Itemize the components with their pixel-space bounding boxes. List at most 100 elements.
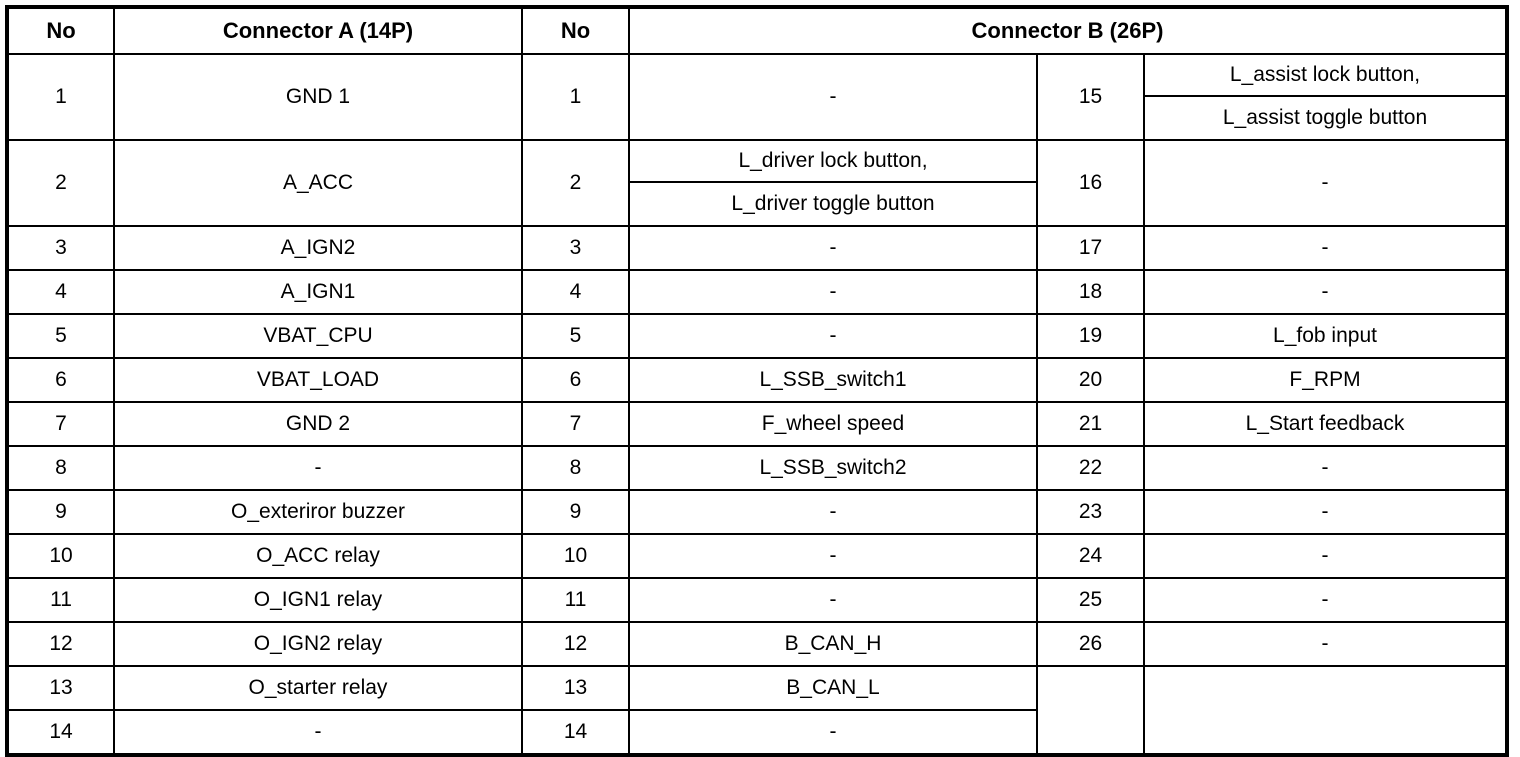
header-connector-a: Connector A (14P) (113, 6, 523, 55)
cell-name-b1: - (628, 577, 1038, 623)
cell-no-b1: 8 (521, 445, 630, 491)
connector-pinout-table: No Connector A (14P) No Connector B (26P… (5, 5, 1510, 757)
cell-no-a: 8 (6, 445, 115, 491)
cell-no-a: 11 (6, 577, 115, 623)
cell-name-b1: - (628, 533, 1038, 579)
cell-name-a: O_exteriror buzzer (113, 489, 523, 535)
split-cell-content: L_driver lock button, L_driver toggle bu… (630, 141, 1036, 225)
cell-no-b1: 1 (521, 53, 630, 141)
table-row: 4 A_IGN1 4 - 18 - (6, 269, 1509, 315)
header-connector-b: Connector B (26P) (627, 6, 1509, 55)
cell-name-a: - (113, 709, 523, 756)
cell-no-a: 5 (6, 313, 115, 359)
cell-name-a: - (113, 445, 523, 491)
cell-no-b2: 25 (1036, 577, 1145, 623)
cell-name-a: O_IGN1 relay (113, 577, 523, 623)
cell-name-a: VBAT_LOAD (113, 357, 523, 403)
cell-no-b1: 13 (521, 665, 630, 711)
cell-name-b2: - (1142, 621, 1509, 667)
cell-no-a: 9 (6, 489, 115, 535)
table-row: 12 O_IGN2 relay 12 B_CAN_H 26 - (6, 621, 1509, 667)
cell-name-a: O_starter relay (113, 665, 523, 711)
cell-name-b1: L_driver lock button, L_driver toggle bu… (628, 139, 1038, 227)
cell-no-a: 14 (6, 709, 115, 756)
cell-no-b1: 7 (521, 401, 630, 447)
cell-no-b2: 15 (1036, 53, 1145, 141)
cell-no-b2: 20 (1036, 357, 1145, 403)
table-sheet: No Connector A (14P) No Connector B (26P… (5, 5, 1510, 757)
cell-no-b2: 19 (1036, 313, 1145, 359)
table-row: 2 A_ACC 2 L_driver lock button, L_driver… (6, 139, 1509, 227)
cell-name-b1: - (628, 709, 1038, 756)
cell-no-b2: 26 (1036, 621, 1145, 667)
cell-no-b2: 16 (1036, 139, 1145, 227)
cell-no-b2: 18 (1036, 269, 1145, 315)
cell-name-a: O_ACC relay (113, 533, 523, 579)
cell-name-b2: - (1142, 139, 1509, 227)
header-no-connector-a: No (6, 6, 115, 55)
cell-no-b2: 23 (1036, 489, 1145, 535)
split-line-top: L_driver lock button, (630, 141, 1036, 183)
cell-name-b1: - (628, 269, 1038, 315)
cell-name-b1: - (628, 313, 1038, 359)
split-cell-content: L_assist lock button, L_assist toggle bu… (1145, 55, 1506, 139)
cell-name-b2: - (1142, 533, 1509, 579)
cell-no-b1: 12 (521, 621, 630, 667)
cell-no-b2: 24 (1036, 533, 1145, 579)
cell-no-b1: 11 (521, 577, 630, 623)
cell-name-b1: F_wheel speed (628, 401, 1038, 447)
cell-name-a: A_IGN2 (113, 225, 523, 271)
cell-name-b2-empty (1142, 665, 1509, 756)
cell-name-b1: L_SSB_switch2 (628, 445, 1038, 491)
table-row: 3 A_IGN2 3 - 17 - (6, 225, 1509, 271)
cell-name-b2: - (1142, 489, 1509, 535)
cell-name-b1: B_CAN_L (628, 665, 1038, 711)
cell-no-b1: 3 (521, 225, 630, 271)
cell-name-b1: B_CAN_H (628, 621, 1038, 667)
table-row: 13 O_starter relay 13 B_CAN_L (6, 665, 1509, 756)
cell-no-b2-empty (1036, 665, 1145, 756)
cell-name-a: A_IGN1 (113, 269, 523, 315)
split-line-bottom: L_driver toggle button (731, 191, 935, 215)
cell-no-a: 1 (6, 53, 115, 141)
cell-no-b2: 21 (1036, 401, 1145, 447)
cell-no-b1: 14 (521, 709, 630, 756)
table-header-row: No Connector A (14P) No Connector B (26P… (6, 6, 1509, 55)
cell-name-b1: - (628, 489, 1038, 535)
cell-no-a: 13 (6, 665, 115, 711)
cell-name-b2: L_assist lock button, L_assist toggle bu… (1142, 53, 1509, 141)
cell-no-b1: 2 (521, 139, 630, 227)
cell-no-b1: 10 (521, 533, 630, 579)
cell-name-a: GND 2 (113, 401, 523, 447)
cell-no-a: 7 (6, 401, 115, 447)
table-row: 8 - 8 L_SSB_switch2 22 - (6, 445, 1509, 491)
cell-no-a: 6 (6, 357, 115, 403)
table-row: 1 GND 1 1 - 15 L_assist lock button, L_a… (6, 53, 1509, 141)
cell-name-b2: - (1142, 445, 1509, 491)
table-row: 5 VBAT_CPU 5 - 19 L_fob input (6, 313, 1509, 359)
cell-name-b2: L_fob input (1142, 313, 1509, 359)
cell-no-b1: 9 (521, 489, 630, 535)
cell-no-b1: 4 (521, 269, 630, 315)
cell-no-a: 4 (6, 269, 115, 315)
cell-no-b2: 22 (1036, 445, 1145, 491)
split-line-top: L_assist lock button, (1145, 55, 1506, 97)
cell-name-b1: - (628, 225, 1038, 271)
table-row: 10 O_ACC relay 10 - 24 - (6, 533, 1509, 579)
cell-name-a: GND 1 (113, 53, 523, 141)
table-body: 1 GND 1 1 - 15 L_assist lock button, L_a… (6, 53, 1509, 756)
cell-name-b2: F_RPM (1142, 357, 1509, 403)
cell-name-a: A_ACC (113, 139, 523, 227)
cell-name-b1: L_SSB_switch1 (628, 357, 1038, 403)
cell-no-b2: 17 (1036, 225, 1145, 271)
cell-no-a: 12 (6, 621, 115, 667)
cell-name-b2: L_Start feedback (1142, 401, 1509, 447)
cell-name-b1: - (628, 53, 1038, 141)
header-no-connector-b: No (521, 6, 630, 55)
cell-no-b1: 6 (521, 357, 630, 403)
cell-name-a: O_IGN2 relay (113, 621, 523, 667)
cell-no-a: 10 (6, 533, 115, 579)
cell-no-b1: 5 (521, 313, 630, 359)
table-row: 9 O_exteriror buzzer 9 - 23 - (6, 489, 1509, 535)
table-row: 11 O_IGN1 relay 11 - 25 - (6, 577, 1509, 623)
